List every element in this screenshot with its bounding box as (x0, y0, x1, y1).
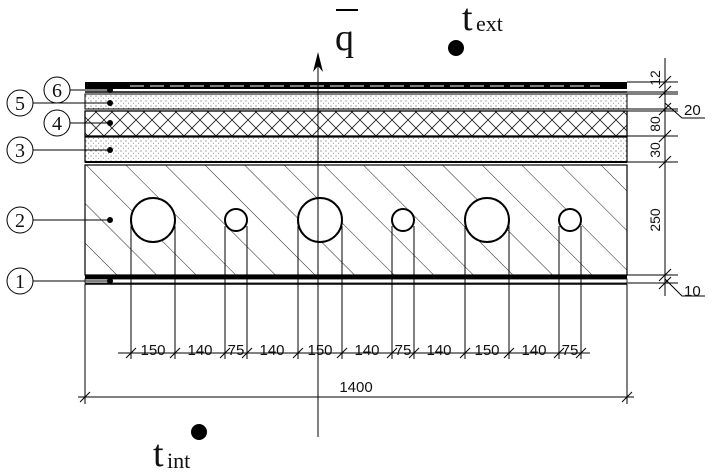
svg-text:1: 1 (15, 271, 25, 293)
internal-temperature: t int (153, 424, 207, 474)
svg-text:2: 2 (15, 210, 25, 232)
t-int-subscript: int (167, 448, 190, 473)
thickness-10: 10 (684, 283, 701, 300)
dim-150-c: 150 (474, 342, 499, 359)
core-small-3 (558, 208, 582, 232)
thickness-30: 30 (647, 142, 663, 158)
dim-150-b: 150 (307, 342, 332, 359)
t-ext-symbol: t (462, 0, 473, 39)
svg-text:5: 5 (15, 93, 25, 115)
layer-2-slab (84, 164, 628, 276)
slab-cores (130, 197, 582, 243)
dim-140-d: 140 (426, 342, 451, 359)
dim-extension-lines (130, 226, 582, 359)
dim-140-a: 140 (187, 342, 212, 359)
dim-140-e: 140 (521, 342, 546, 359)
t-int-symbol: t (153, 433, 164, 474)
marker-3: 3 (6, 136, 113, 164)
thickness-dimensions: 12 20 80 30 250 10 (627, 58, 705, 300)
thickness-80: 80 (647, 116, 663, 132)
dim-75-a: 75 (228, 342, 245, 359)
core-small-1 (224, 208, 248, 232)
thickness-250: 250 (647, 208, 663, 232)
heat-flux-arrow: q (313, 9, 358, 437)
t-ext-subscript: ext (476, 11, 503, 36)
total-width-label: 1400 (339, 379, 372, 396)
thickness-20: 20 (684, 102, 701, 119)
layer-4 (84, 110, 628, 137)
dim-140-c: 140 (354, 342, 379, 359)
dim-75-c: 75 (562, 342, 579, 359)
thickness-12: 12 (647, 70, 663, 86)
ext-point-marker (448, 40, 464, 56)
core-large-2 (297, 197, 343, 243)
dim-140-b: 140 (259, 342, 284, 359)
dim-75-b: 75 (395, 342, 412, 359)
int-point-marker (191, 424, 207, 440)
layer-5 (84, 93, 628, 110)
svg-text:4: 4 (52, 113, 62, 135)
external-temperature: t ext (448, 0, 503, 56)
svg-text:6: 6 (52, 80, 62, 102)
dim-150-a: 150 (140, 342, 165, 359)
core-small-2 (391, 208, 415, 232)
core-large-1 (130, 197, 176, 243)
heat-flux-label: q (335, 17, 354, 59)
marker-2: 2 (6, 206, 113, 234)
dim-ticks (125, 347, 587, 359)
layer-markers: 6 5 4 3 2 1 (6, 76, 113, 295)
total-width-dimension: 1400 (78, 284, 634, 404)
bottom-dimension-chain: 150 140 75 140 150 140 75 140 150 140 75 (118, 226, 590, 359)
core-large-3 (464, 197, 510, 243)
marker-1: 1 (6, 267, 113, 295)
svg-text:3: 3 (15, 140, 25, 162)
marker-5: 5 (6, 89, 113, 117)
layer-6 (85, 82, 627, 93)
marker-4: 4 (43, 109, 113, 137)
layer-1 (84, 275, 628, 285)
layer-3 (84, 136, 628, 163)
